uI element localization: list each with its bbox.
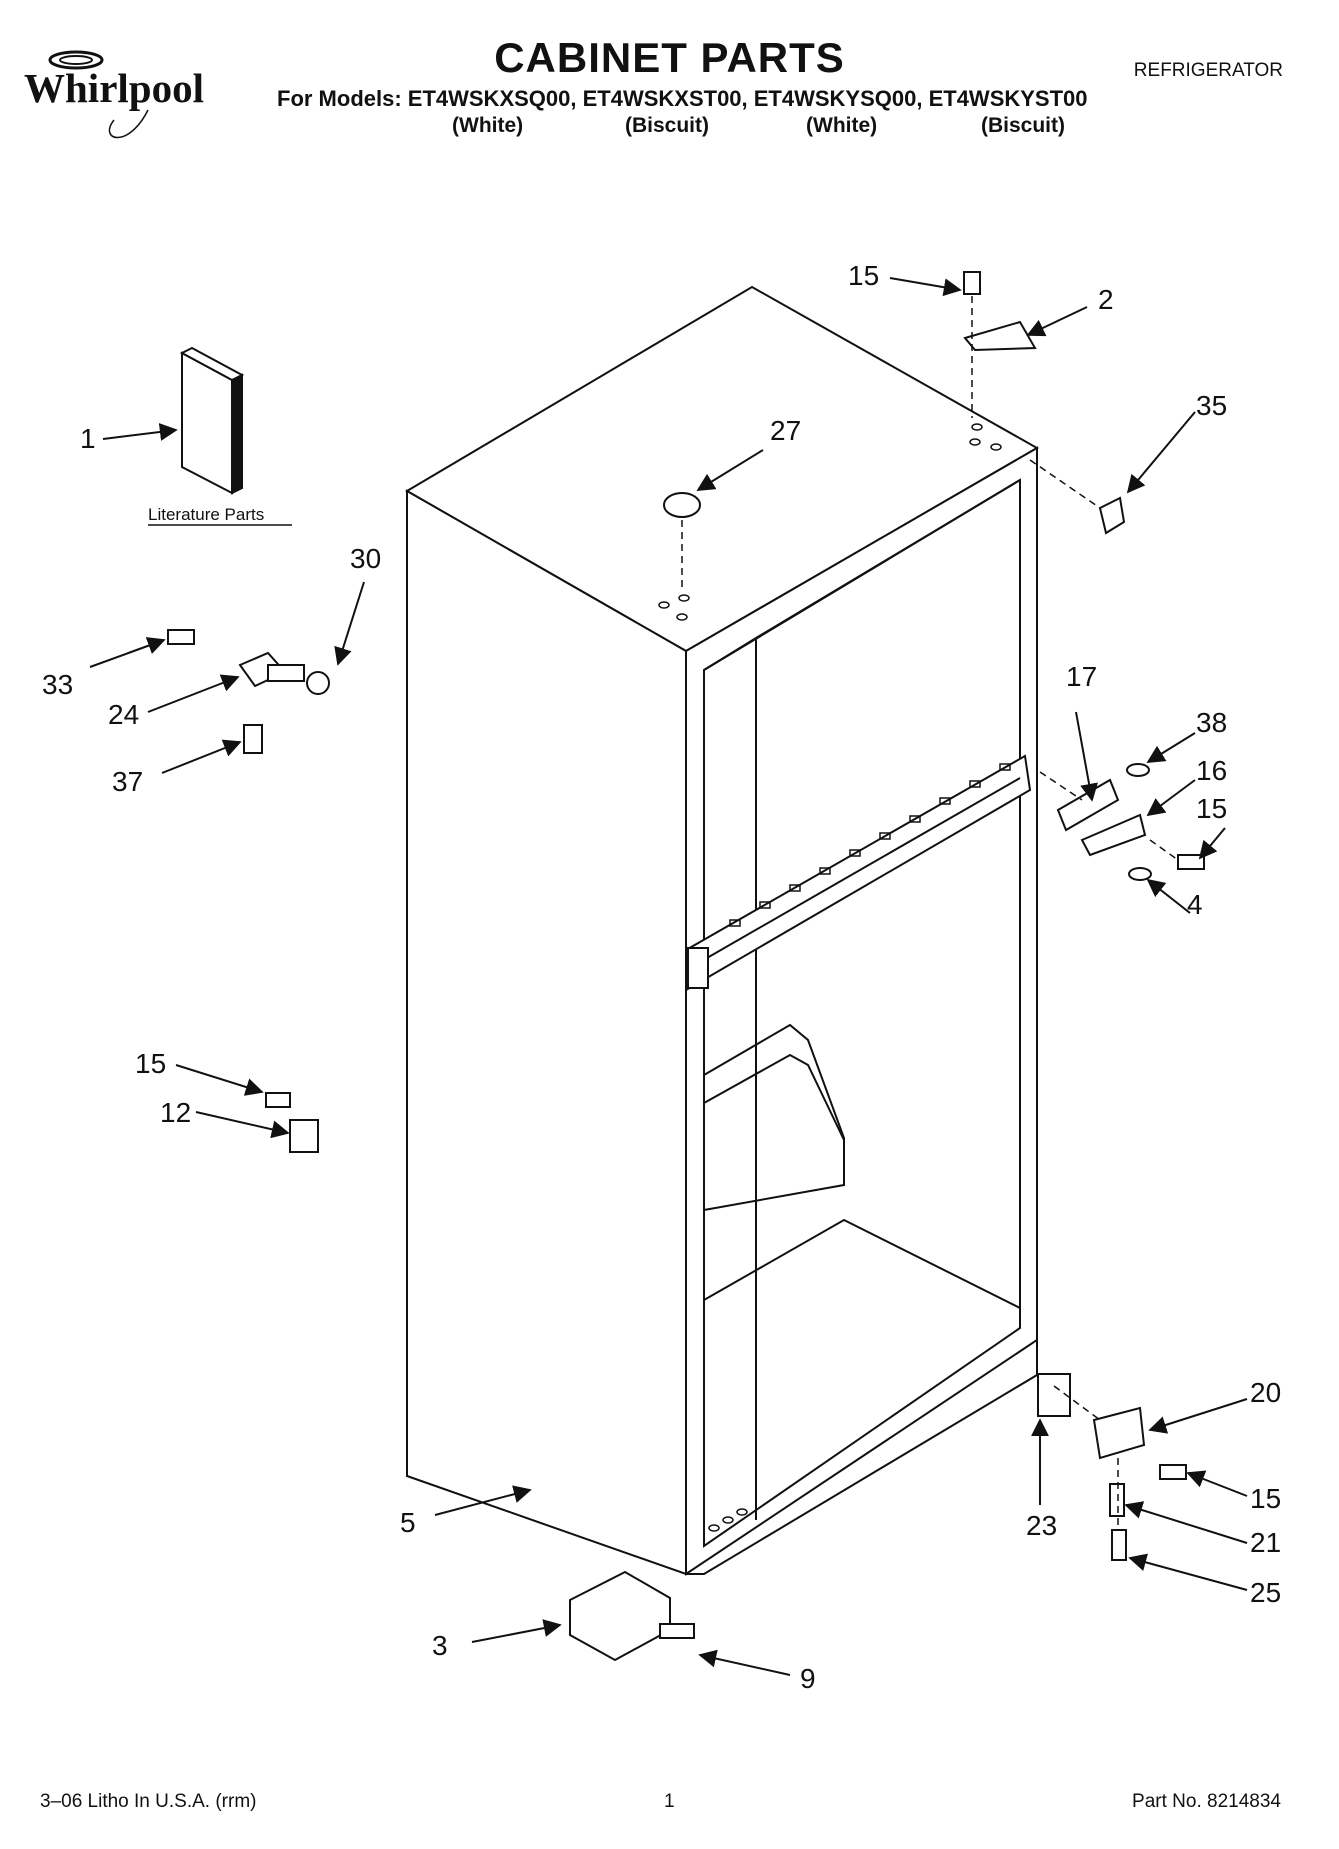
variant-label: (Biscuit) <box>981 114 1065 137</box>
mullion-hinge-part <box>963 320 1037 352</box>
callout-label: 3 <box>432 1630 448 1661</box>
hinge-part <box>1080 813 1147 857</box>
callout-label: 27 <box>770 415 801 446</box>
washer-part <box>1126 763 1150 777</box>
spring-part <box>659 1623 695 1639</box>
print-info: 3–06 Litho In U.S.A. (rrm) <box>40 1791 257 1812</box>
callout-label: 23 <box>1026 1510 1057 1541</box>
screw-part <box>265 1092 291 1108</box>
literature-parts-booklet <box>179 346 245 495</box>
cabinet <box>405 285 1040 1576</box>
washer-part <box>306 671 330 695</box>
callout-label: 15 <box>1196 793 1227 824</box>
callout-label: 17 <box>1066 661 1097 692</box>
part-number: Part No. 8214834 <box>1132 1791 1281 1812</box>
callout-label: 30 <box>350 543 381 574</box>
pin-part <box>1109 1483 1125 1517</box>
callout-label: 33 <box>42 669 73 700</box>
models-line: For Models: ET4WSKXSQ00, ET4WSKXST00, ET… <box>277 86 1088 111</box>
plug-part <box>663 492 701 518</box>
screw-part <box>1177 854 1205 870</box>
variant-label: (White) <box>806 114 878 137</box>
callout-label: 15 <box>848 260 879 291</box>
hinge-bracket-part <box>1056 778 1120 832</box>
clip-part <box>289 1119 319 1153</box>
brand-wordmark: Whirlpool <box>24 65 204 111</box>
callout-label: 16 <box>1196 755 1227 786</box>
callout-label: 21 <box>1250 1527 1281 1558</box>
variant-label: (Biscuit) <box>625 114 709 137</box>
callout-label: 24 <box>108 699 139 730</box>
hinge-cover-part <box>1098 496 1126 535</box>
document-type: REFRIGERATOR <box>1133 60 1283 81</box>
literature-caption: Literature Parts <box>148 505 264 524</box>
washer-part <box>1128 867 1152 881</box>
callout-label: 2 <box>1098 284 1114 315</box>
screw-part <box>1111 1529 1127 1561</box>
variant-label: (White) <box>452 114 524 137</box>
callout-label: 37 <box>112 766 143 797</box>
leveler-part <box>569 1570 671 1662</box>
page-title: CABINET PARTS <box>494 34 845 81</box>
callout-label: 15 <box>1250 1483 1281 1514</box>
callout-label: 15 <box>135 1048 166 1079</box>
brand-logo: Whirlpool <box>18 40 268 140</box>
spacer-part <box>243 724 263 754</box>
bottom-hinge-part <box>1092 1406 1146 1460</box>
screw-part <box>963 271 981 295</box>
callout-label: 35 <box>1196 390 1227 421</box>
bolt-part <box>167 629 195 645</box>
callout-label: 5 <box>400 1507 416 1538</box>
callout-label: 38 <box>1196 707 1227 738</box>
shim-part <box>1037 1373 1071 1417</box>
callout-label: 4 <box>1187 889 1203 920</box>
hinge-pin-part <box>238 651 305 688</box>
callout-label: 1 <box>80 423 96 454</box>
screw-part <box>1159 1464 1187 1480</box>
callout-label: 20 <box>1250 1377 1281 1408</box>
callout-label: 12 <box>160 1097 191 1128</box>
callout-label: 9 <box>800 1663 816 1694</box>
callout-label: 25 <box>1250 1577 1281 1608</box>
page-number: 1 <box>664 1791 675 1812</box>
